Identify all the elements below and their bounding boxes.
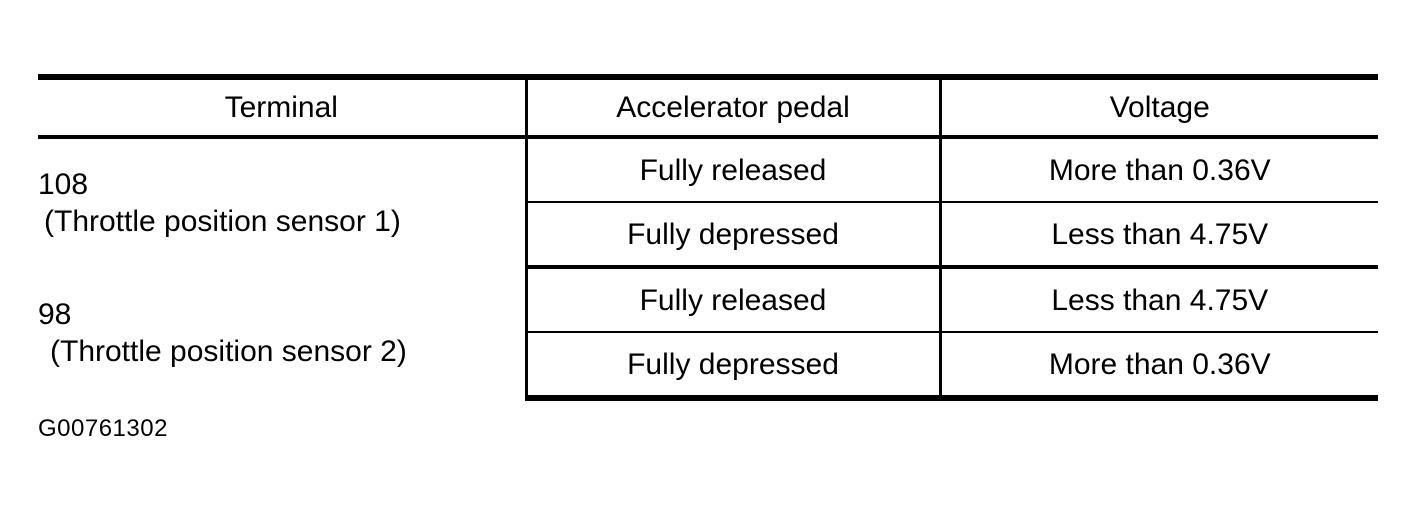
pedal-state-cell: Fully depressed (526, 332, 942, 401)
pedal-state-cell: Fully released (526, 137, 942, 203)
pedal-state-cell: Fully depressed (526, 202, 942, 269)
pedal-state-cell: Fully released (526, 267, 942, 333)
terminal-number: 108 (38, 168, 89, 201)
table-header-row: Terminal Accelerator pedal Voltage (38, 74, 1378, 139)
column-header-accelerator-pedal: Accelerator pedal (526, 74, 942, 139)
voltage-value-cell: Less than 4.75V (940, 202, 1378, 269)
table-row: Fully depressed Less than 4.75V (38, 202, 1378, 269)
terminal-description: (Throttle position sensor 1) (44, 205, 401, 238)
voltage-value-cell: More than 0.36V (940, 137, 1378, 203)
terminal-number: 98 (38, 297, 72, 331)
terminal-cell-group-2: 98 (Throttle position sensor 2) (38, 267, 528, 398)
terminal-cell-group-1: 108 (Throttle position sensor 1) (38, 137, 528, 267)
figure-caption: G00761302 (38, 415, 168, 442)
column-header-terminal: Terminal (38, 74, 528, 139)
terminal-voltage-spec-table: Terminal Accelerator pedal Voltage 108 (… (38, 74, 1378, 401)
table-row: 108 (Throttle position sensor 1) Fully r… (38, 137, 1378, 267)
table-row: 98 (Throttle position sensor 2) Fully re… (38, 267, 1378, 398)
terminal-description: (Throttle position sensor 2) (50, 334, 407, 368)
table-row: Fully depressed More than 0.36V (38, 332, 1378, 401)
voltage-value-cell: Less than 4.75V (940, 267, 1378, 333)
column-header-voltage: Voltage (940, 74, 1378, 139)
voltage-value-cell: More than 0.36V (940, 332, 1378, 401)
